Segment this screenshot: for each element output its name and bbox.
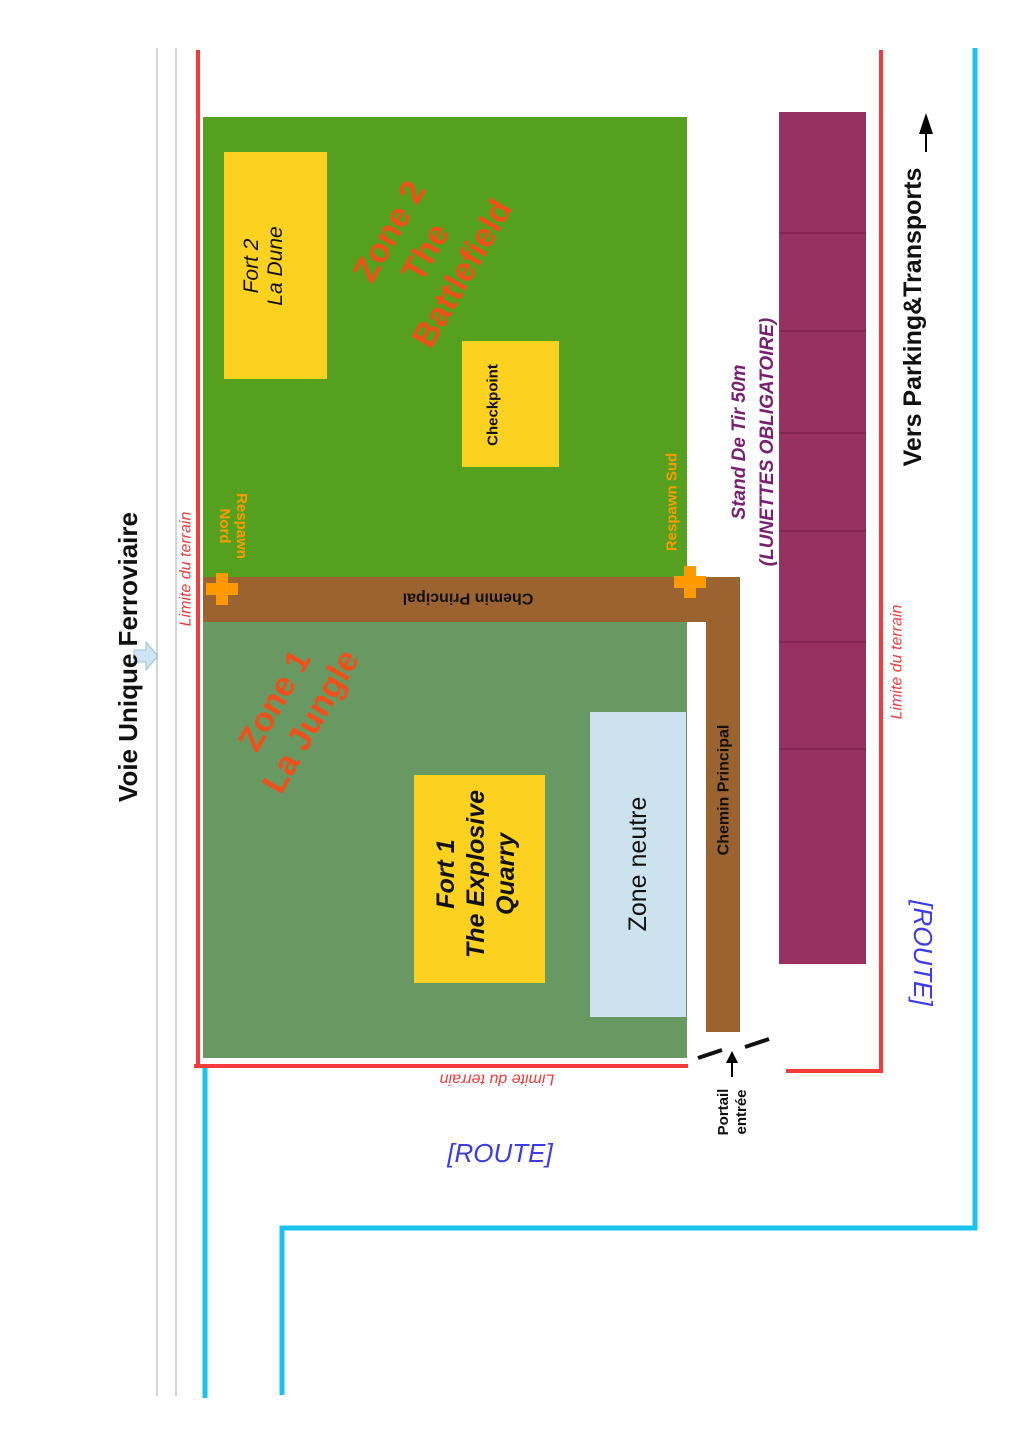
gate-label-line-1: Portail: [715, 1089, 732, 1136]
main-path-vertical-label: Chemin Principal: [716, 725, 733, 856]
shooting-range[interactable]: [779, 112, 866, 964]
checkpoint-label: Checkpoint: [485, 364, 502, 446]
respawn-north-label-line-1: Respawn: [233, 493, 250, 559]
main-path-horizontal[interactable]: [203, 577, 708, 622]
railway-label: Voie Unique Ferroviaire: [113, 512, 143, 802]
arrow-right-icon: [133, 640, 159, 672]
gate-arrow-icon: [726, 1051, 738, 1063]
fort-1-explosive-quarry[interactable]: [414, 775, 545, 983]
respawn-north-icon[interactable]: [206, 573, 238, 605]
fort-2-label-line-1: Fort 2: [240, 238, 263, 293]
road-corner-edge: [279, 48, 978, 1395]
boundary-label-east: Limite du terrain: [889, 605, 906, 720]
fort-2-la-dune[interactable]: [224, 152, 327, 379]
main-path-vertical[interactable]: [706, 577, 740, 1032]
arrow-up-icon: [919, 113, 933, 134]
road-label-east: [ROUTE]: [908, 899, 938, 1006]
respawn-south-icon[interactable]: [674, 566, 706, 598]
boundary-east: [786, 50, 883, 1073]
fort-1-label-line-3: Quarry: [492, 832, 520, 915]
respawn-south-label: Respawn Sud: [664, 453, 681, 551]
shooting-range-label-line-2: (LUNETTES OBLIGATOIRE): [757, 318, 778, 566]
respawn-north-label: Respawn Nord: [216, 493, 250, 559]
gate-post-left: [697, 1048, 723, 1060]
fort-2-label: Fort 2 La Dune: [240, 226, 287, 305]
fort-1-label: Fort 1 The Explosive Quarry: [432, 790, 520, 958]
gate-label: Portail entrée: [715, 1089, 750, 1136]
parking-label: Vers Parking&Transports: [899, 168, 927, 467]
road-label-south: [ROUTE]: [446, 1138, 553, 1168]
fort-1-label-line-1: Fort 1: [432, 839, 460, 908]
shooting-range-label-line-1: Stand De Tir 50m: [729, 364, 750, 519]
boundary-label-south: Limite du terrain: [440, 1071, 555, 1088]
neutral-zone-label: Zone neutre: [624, 797, 652, 932]
checkpoint[interactable]: [462, 341, 559, 467]
shooting-range-label: Stand De Tir 50m (LUNETTES OBLIGATOIRE): [729, 318, 778, 566]
fort-1-label-line-2: The Explosive: [462, 790, 490, 958]
fort-2-label-line-2: La Dune: [264, 226, 287, 305]
boundary-label-west: Limite du terrain: [178, 512, 195, 627]
gate-post-right: [744, 1037, 770, 1049]
gate-label-line-2: entrée: [733, 1089, 750, 1134]
main-path-horizontal-label: Chemin Principal: [403, 590, 534, 607]
respawn-north-label-line-2: Nord: [216, 509, 233, 544]
neutral-zone[interactable]: [590, 712, 686, 1017]
